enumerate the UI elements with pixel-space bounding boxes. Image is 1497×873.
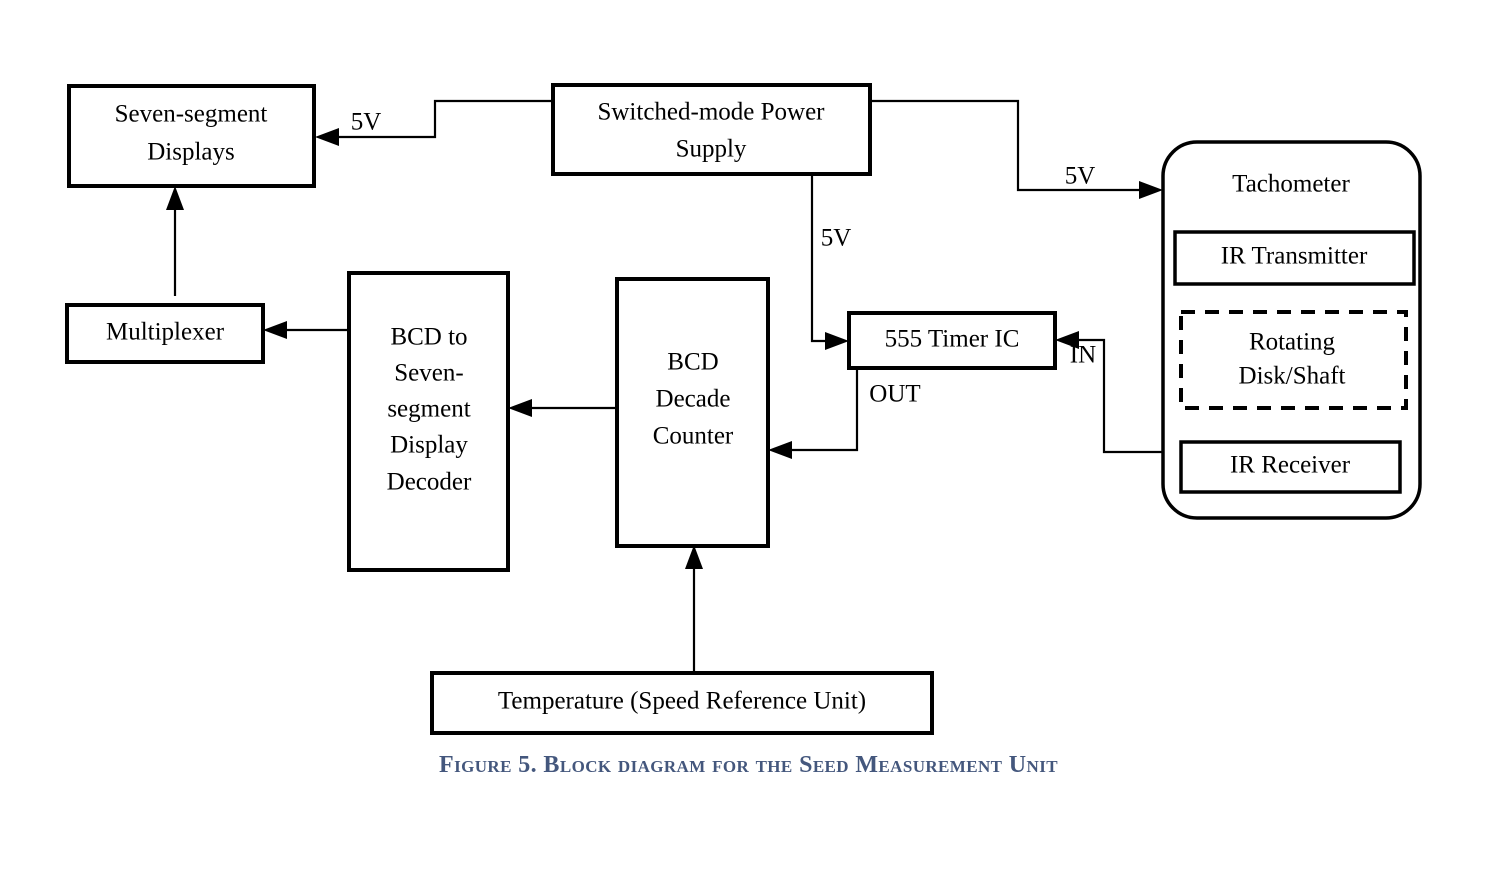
decoder-label-line4: Display <box>390 432 468 459</box>
ir-receiver-label: IR Receiver <box>1230 452 1351 479</box>
rotating-disk-label-line2: Disk/Shaft <box>1239 363 1346 390</box>
timer-label: 555 Timer IC <box>885 326 1020 353</box>
block-ir-transmitter[interactable]: IR Transmitter <box>1173 230 1416 286</box>
block-multiplexer[interactable]: Multiplexer <box>65 303 265 364</box>
block-ir-receiver[interactable]: IR Receiver <box>1179 440 1402 494</box>
arrowhead-tachometer <box>1139 181 1163 199</box>
block-bcd-to-seven-segment-decoder[interactable]: BCD to Seven- segment Display Decoder <box>347 271 510 572</box>
arrowhead-counter-in <box>768 441 792 459</box>
wire-supply-to-timer <box>810 174 849 350</box>
decoder-label-line3: segment <box>387 396 470 423</box>
seven-segment-label-line1: Seven-segment <box>115 101 268 128</box>
wire-label-timer-in: IN <box>1070 342 1096 369</box>
block-rotating-disk-shaft[interactable]: Rotating Disk/Shaft <box>1179 310 1408 410</box>
rotating-disk-label-line1: Rotating <box>1249 329 1336 356</box>
arrowhead-counter-temp-in <box>685 545 703 569</box>
arrowhead-multiplexer-in <box>263 321 287 339</box>
block-555-timer-ic[interactable]: 555 Timer IC <box>847 311 1057 370</box>
block-bcd-decade-counter[interactable]: BCD Decade Counter <box>615 277 770 548</box>
wire-supply-to-displays <box>315 99 553 146</box>
decoder-label-line1: BCD to <box>390 324 467 351</box>
wire-decoder-to-multiplexer <box>263 321 349 339</box>
arrowhead-timer-in <box>1055 331 1079 349</box>
decoder-label-line2: Seven- <box>394 360 463 387</box>
decoder-label-line5: Decoder <box>387 469 472 496</box>
temperature-label: Temperature (Speed Reference Unit) <box>498 688 866 715</box>
arrowhead-timer-power <box>825 332 849 350</box>
figure-caption: Figure 5. Block diagram for the Seed Mea… <box>439 752 1058 778</box>
block-temperature-speed-reference-unit[interactable]: Temperature (Speed Reference Unit) <box>430 671 934 735</box>
counter-label-line3: Counter <box>653 423 734 450</box>
ir-transmitter-label: IR Transmitter <box>1221 243 1368 270</box>
arrowhead-displays-in <box>166 186 184 210</box>
block-switched-mode-power-supply[interactable]: Switched-mode Power Supply <box>551 83 872 176</box>
power-supply-label-line2: Supply <box>676 136 747 163</box>
wire-receiver-to-timer-in <box>1055 331 1163 454</box>
multiplexer-label: Multiplexer <box>106 319 225 346</box>
wire-label-supply-to-timer: 5V <box>821 225 852 252</box>
wire-label-supply-to-displays: 5V <box>351 109 382 136</box>
wire-counter-to-decoder <box>508 399 617 417</box>
tachometer-label: Tachometer <box>1232 171 1350 198</box>
wire-label-supply-to-tachometer: 5V <box>1065 163 1096 190</box>
wire-supply-to-tachometer <box>870 99 1163 199</box>
seven-segment-label-line2: Displays <box>147 139 235 166</box>
block-seven-segment-displays[interactable]: Seven-segment Displays <box>67 84 316 188</box>
arrowhead-decoder-in <box>508 399 532 417</box>
block-tachometer[interactable]: Tachometer IR Transmitter Rotating Disk/… <box>1161 140 1422 520</box>
wire-timer-out-to-counter <box>768 369 859 459</box>
wire-temperature-to-counter <box>685 545 703 673</box>
wire-label-timer-out: OUT <box>869 381 920 408</box>
power-supply-label-line1: Switched-mode Power <box>597 99 825 126</box>
arrowhead-displays <box>315 128 339 146</box>
wire-multiplexer-to-displays <box>166 186 184 296</box>
counter-label-line1: BCD <box>667 349 718 376</box>
counter-label-line2: Decade <box>656 386 731 413</box>
